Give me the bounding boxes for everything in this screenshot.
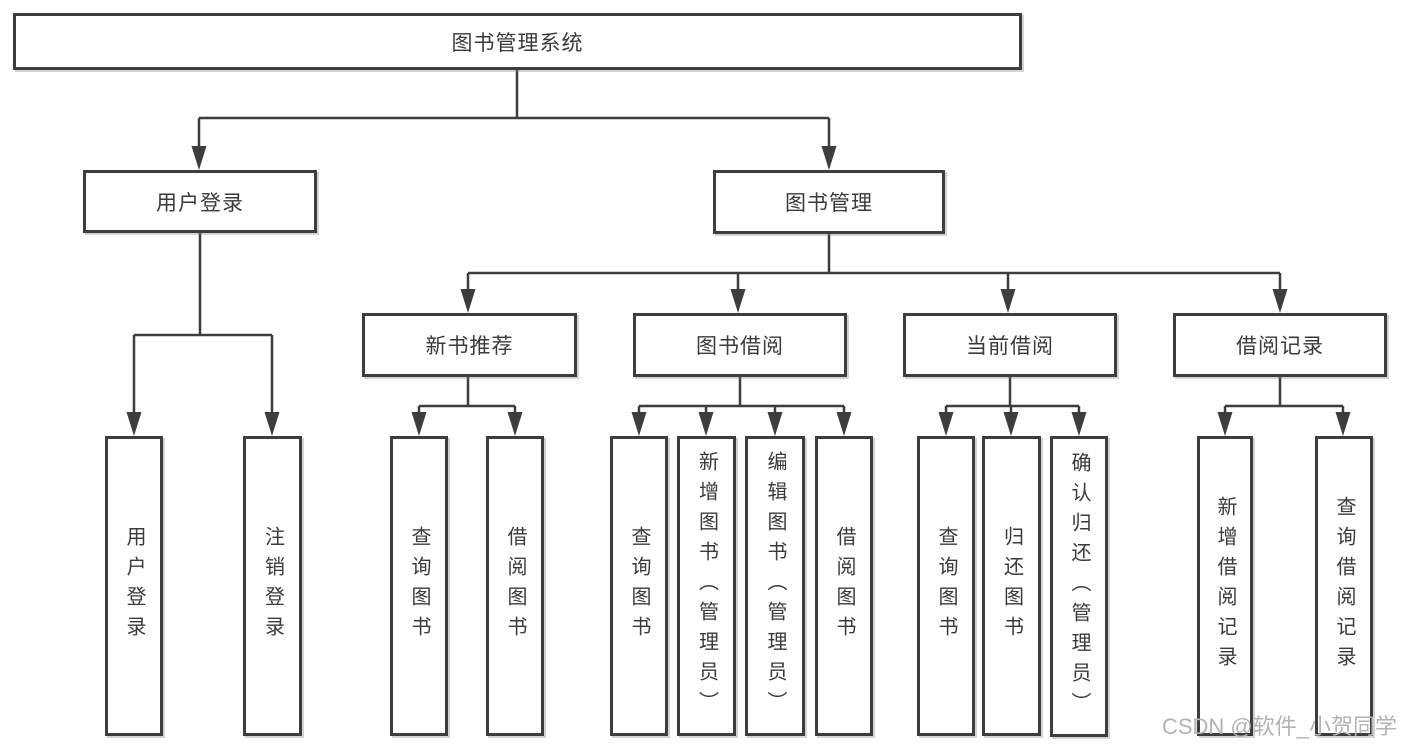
node-leaf-logout: 注销登录 [243, 436, 302, 736]
node-leaf-query-borrow-record: 查询借阅记录 [1315, 436, 1373, 736]
node-label: 图书管理系统 [451, 31, 584, 55]
node-label: 新书推荐 [425, 335, 514, 358]
node-label: 借阅图书 [504, 526, 526, 646]
node-label: 查询借阅记录 [1333, 496, 1355, 676]
csdn-watermark: CSDN @软件_小贺同学 [1161, 714, 1397, 739]
node-book-management-system: 图书管理系统 [13, 13, 1022, 70]
node-label: 查询图书 [935, 526, 957, 646]
arrowheads [126, 146, 1351, 436]
node-label: 查询图书 [628, 526, 650, 646]
node-current-borrowing: 当前借阅 [903, 313, 1117, 377]
node-label: 新增图书（管理员） [695, 451, 718, 721]
node-leaf-current-query-books: 查询图书 [917, 436, 975, 736]
node-label: 图书管理 [785, 192, 873, 215]
node-label: 注销登录 [261, 526, 284, 646]
node-label: 新增借阅记录 [1214, 496, 1236, 676]
node-label: 确认归还（管理员） [1068, 451, 1090, 722]
node-label: 当前借阅 [966, 335, 1054, 358]
node-label: 用户登录 [156, 191, 244, 215]
node-borrowing-records: 借阅记录 [1173, 313, 1387, 377]
node-new-book-recommendation: 新书推荐 [362, 313, 577, 377]
node-leaf-return-books: 归还图书 [982, 436, 1041, 736]
node-leaf-borrowing-query-books: 查询图书 [610, 436, 668, 736]
node-leaf-recommend-borrow-books: 借阅图书 [486, 436, 544, 736]
node-leaf-add-book-admin: 新增图书（管理员） [677, 436, 736, 736]
node-leaf-borrowing-borrow-books: 借阅图书 [815, 436, 873, 736]
connector-shafts [132, 70, 1345, 416]
node-leaf-add-borrow-record: 新增借阅记录 [1197, 436, 1253, 736]
node-user-login: 用户登录 [83, 170, 317, 233]
node-leaf-confirm-return-admin: 确认归还（管理员） [1050, 436, 1108, 737]
node-label: 图书借阅 [696, 335, 784, 358]
node-book-borrowing: 图书借阅 [633, 313, 847, 377]
node-leaf-edit-book-admin: 编辑图书（管理员） [745, 436, 805, 736]
node-label: 用户登录 [123, 526, 145, 646]
node-leaf-user-login: 用户登录 [105, 436, 163, 736]
node-book-management: 图书管理 [713, 170, 945, 234]
node-label: 编辑图书（管理员） [764, 451, 786, 721]
node-label: 查询图书 [408, 526, 430, 646]
node-label: 借阅图书 [833, 526, 855, 646]
node-label: 归还图书 [1000, 526, 1023, 646]
node-leaf-recommend-query-books: 查询图书 [390, 436, 448, 736]
node-label: 借阅记录 [1236, 335, 1324, 358]
